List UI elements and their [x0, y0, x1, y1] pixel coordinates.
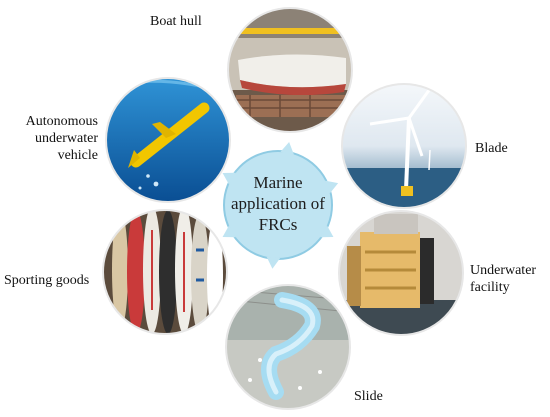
label-underwater-facility: Underwater facility — [470, 262, 536, 296]
label-slide: Slide — [354, 388, 383, 405]
hub-title-line: Marine — [253, 173, 303, 192]
hub-pointer — [280, 141, 294, 155]
hub-arrows — [222, 141, 339, 269]
photo-rings — [102, 7, 467, 410]
wind-turbine-photo — [342, 84, 466, 208]
underwater-vehicle-photo — [106, 78, 230, 202]
hub-title-line: application of — [231, 194, 325, 213]
label-line: Sporting goods — [4, 273, 90, 288]
label-line: facility — [470, 280, 510, 295]
surfboards-photo — [103, 210, 227, 334]
label-boat-hull: Boat hull — [150, 13, 202, 30]
hub-pointer — [325, 180, 339, 194]
label-line: Boat hull — [150, 14, 202, 29]
label-line: vehicle — [57, 148, 98, 163]
label-line: Slide — [354, 389, 383, 404]
label-sporting-goods: Sporting goods — [4, 272, 89, 289]
label-line: Blade — [475, 141, 508, 156]
label-line: Underwater — [470, 263, 537, 278]
label-blade: Blade — [475, 140, 508, 157]
hub-pointer — [222, 225, 236, 238]
hub-title: Marine application of FRCs — [230, 172, 326, 235]
label-auv: Autonomous underwater vehicle — [6, 113, 98, 164]
central-hub — [222, 141, 339, 269]
hub-pointer — [266, 256, 281, 269]
label-line: underwater — [35, 131, 98, 146]
hub-pointer — [320, 225, 334, 238]
hub-title-line: FRCs — [258, 215, 298, 234]
label-line: Autonomous — [25, 114, 98, 129]
hub-pointer — [222, 172, 236, 185]
